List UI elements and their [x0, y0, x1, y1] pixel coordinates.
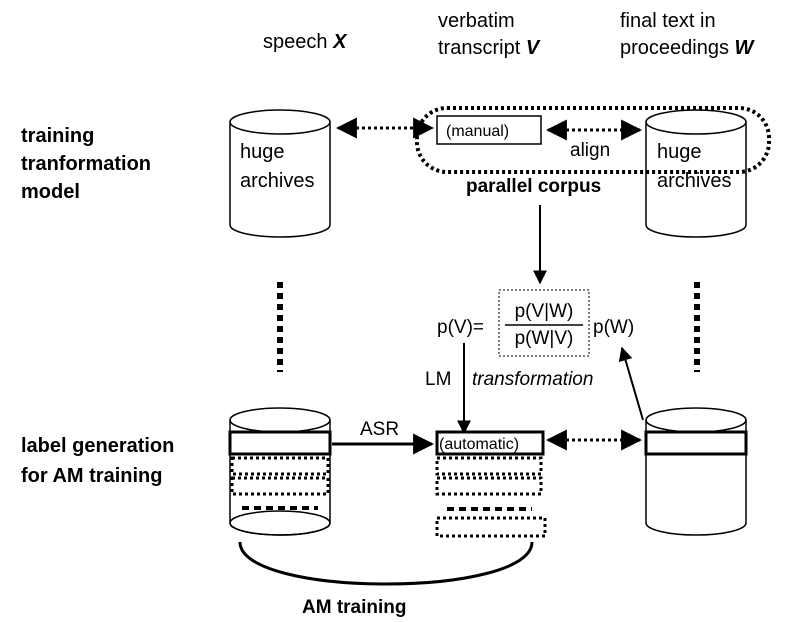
lm-label: LM [425, 369, 451, 390]
automatic-segment-2 [435, 476, 543, 496]
header-final-line2: proceedings W [620, 37, 756, 59]
manual-box-label: (manual) [446, 123, 509, 140]
row-label-training-line1: training [21, 125, 94, 147]
align-label: align [570, 140, 610, 161]
parallel-corpus-label: parallel corpus [466, 176, 601, 197]
formula-rhs: p(W) [593, 317, 634, 338]
header-final-line1: final text in [620, 10, 716, 32]
row-label-label-line1: label generation [21, 435, 174, 457]
automatic-transcript-box [435, 430, 545, 456]
final-segment-current [644, 430, 748, 456]
automatic-segment-1 [435, 456, 543, 476]
header-speech: speech X [263, 31, 348, 53]
row-label-training-line2: tranformation [21, 153, 151, 175]
final-text-to-pw-arrow [618, 346, 644, 421]
speech-archive-label-line2: archives [240, 170, 314, 192]
transformation-label: transformation [472, 369, 593, 390]
header-verbatim-line1: verbatim [438, 10, 515, 32]
row-label-training-line3: model [21, 181, 80, 203]
speech-segment-oval [229, 510, 331, 536]
automatic-segment-3 [435, 516, 547, 538]
final-archive-label-line2: archives [657, 170, 731, 192]
parallel-corpus-outline [415, 106, 771, 174]
asr-label: ASR [360, 419, 399, 440]
header-verbatim-line2: transcript V [438, 37, 541, 59]
row-label-label-line2: for AM training [21, 465, 162, 487]
fraction-box [498, 289, 590, 357]
formula-lhs: p(V)= [437, 317, 484, 338]
am-training-label: AM training [302, 597, 407, 618]
speech-archive-label-line1: huge [240, 141, 285, 163]
speech-segment-cylinder [229, 407, 331, 536]
speech-segment-2 [230, 476, 330, 496]
final-archive-label-line1: huge [657, 141, 702, 163]
speech-segment-1 [230, 456, 330, 476]
fraction-denominator: p(W|V) [514, 328, 574, 349]
speech-segment-current [228, 430, 332, 456]
final-segment-cylinder [645, 407, 747, 536]
am-training-curve [238, 541, 534, 586]
manual-transcript-box [436, 115, 542, 145]
speech-archive-cylinder [229, 109, 331, 238]
automatic-box-label: (automatic) [439, 436, 519, 453]
fraction-numerator: p(V|W) [514, 301, 574, 322]
